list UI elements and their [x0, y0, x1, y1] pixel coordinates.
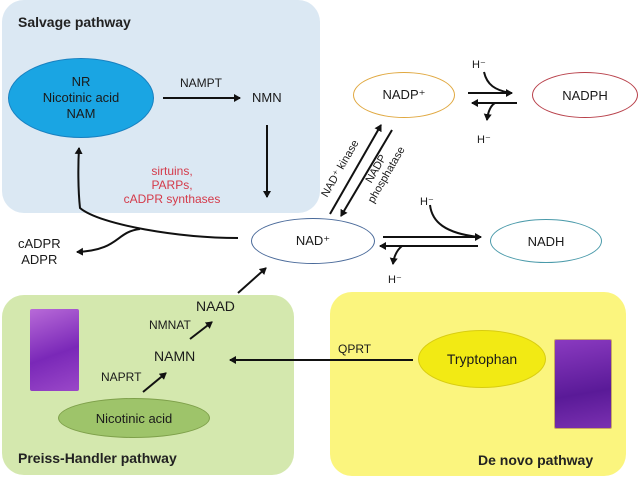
arrow-nad-kinase	[329, 124, 382, 215]
parps-label: PARPs,	[151, 178, 193, 192]
supplement-package-image-2	[554, 339, 612, 429]
hydride-in-nadp-label: H⁻	[472, 59, 486, 71]
sirtuins-label: sirtuins,	[151, 164, 193, 178]
nampt-label: NAMPT	[180, 76, 222, 90]
de-novo-pathway-title: De novo pathway	[478, 452, 594, 468]
nad-plus-node: NAD⁺	[251, 218, 375, 264]
nmnat-label: NMNAT	[149, 318, 191, 332]
hydride-out-nad-label: H⁻	[388, 274, 402, 286]
cadpr-adpr-node: cADPR ADPR	[18, 236, 61, 268]
arrow-hydride-out-nadp	[483, 102, 496, 121]
naad-node: NAAD	[196, 298, 235, 314]
nadp-plus-node: NADP⁺	[353, 72, 455, 118]
arrow-naad-to-nad	[237, 267, 267, 294]
arrow-namn-to-naad	[189, 321, 213, 340]
arrow-hydride-in-nadp	[483, 71, 511, 94]
naprt-label: NAPRT	[101, 370, 142, 384]
nicotinic-acid-node: Nicotinic acid	[58, 398, 210, 438]
supplement-package-image	[30, 309, 79, 391]
nadh-node: NADH	[490, 219, 602, 263]
namn-node: NAMN	[154, 348, 196, 364]
qprt-label: QPRT	[338, 342, 372, 356]
nadph-node: NADPH	[532, 72, 638, 118]
arrow-nicotinic-acid-to-namn	[142, 372, 167, 393]
hydride-in-nad-label: H⁻	[420, 196, 434, 208]
cadpr-synthases-label: cADPR synthases	[123, 192, 221, 206]
tryptophan-node: Tryptophan	[418, 330, 546, 388]
hydride-out-nadp-label: H⁻	[477, 134, 491, 146]
arrow-to-cadpr	[76, 228, 141, 256]
salvage-precursors-node: NR Nicotinic acid NAM	[8, 58, 154, 138]
cadpr-label: cADPR	[18, 236, 61, 251]
nam-label: NAM	[66, 106, 96, 121]
adpr-label: ADPR	[21, 252, 58, 267]
nad-consumers-label: sirtuins, PARPs, cADPR synthases	[122, 164, 222, 206]
preiss-handler-pathway-title: Preiss-Handler pathway	[18, 450, 177, 466]
arrow-nad-to-precursors	[74, 147, 239, 239]
nicotinic-acid-label: Nicotinic acid	[42, 90, 120, 105]
arrow-hydride-out-nad	[389, 245, 403, 265]
arrow-nadp-phosphatase	[340, 129, 393, 217]
arrow-hydride-in-nad	[429, 204, 479, 238]
nmn-node: NMN	[252, 90, 282, 105]
nr-label: NR	[71, 74, 91, 89]
salvage-pathway-title: Salvage pathway	[18, 14, 131, 30]
